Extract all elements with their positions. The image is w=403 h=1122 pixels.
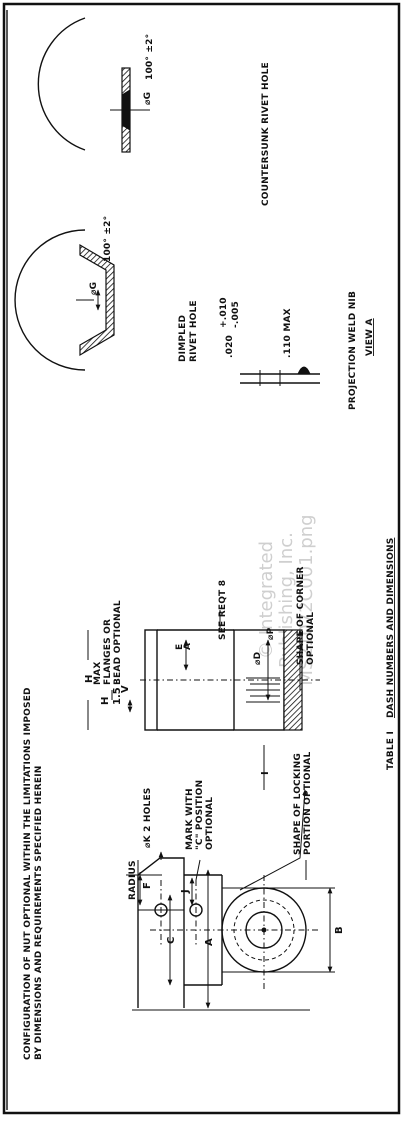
table-caption: TABLE I DASH NUMBERS AND DIMENSIONS	[386, 538, 396, 770]
nut-plan-view: A C F J B RADIUS ⌀K 2 HOLES MARK WITH "C…	[126, 752, 345, 1011]
dim-v-label: V	[120, 685, 131, 693]
mark-label-line2: "C" POSITION	[195, 780, 205, 850]
countersunk-rivet-hole-view: ⌀G 100° ±2° COUNTERSUNK RIVET HOLE	[37, 17, 271, 206]
weld-tol-minus: -.005	[231, 301, 241, 328]
dimpled-angle-label: 100° ±2°	[103, 216, 113, 262]
k-holes-label: ⌀K 2 HOLES	[143, 788, 153, 848]
dim-c-label: C	[166, 937, 177, 944]
mark-label-line1: MARK WITH	[185, 788, 195, 850]
leader-locking	[239, 789, 307, 891]
dim-d-label: ⌀D	[253, 652, 263, 665]
dimpled-dia-label: ⌀G	[89, 282, 99, 295]
h-frac-num: H	[100, 697, 111, 705]
see-reqt-label: SEE REQT 8	[218, 580, 228, 640]
table-title: DASH NUMBERS AND DIMENSIONS	[386, 538, 396, 718]
dimpled-label-line2: RIVET HOLE	[189, 300, 199, 362]
countersunk-dia-label: ⌀G	[143, 92, 153, 105]
mark-label-line3: OPTIONAL	[205, 797, 215, 850]
weld-view-label: VIEW A	[365, 318, 375, 356]
dim-i-label: I	[260, 771, 271, 775]
dimpled-rivet-hole-view: ⌀G 100° ±2° DIMPLED RIVET HOLE	[14, 216, 199, 371]
dim-j-label: J	[180, 889, 191, 894]
dim-f-label: F	[142, 882, 153, 889]
configuration-note: CONFIGURATION OF NUT OPTIONAL WITHIN THE…	[23, 687, 44, 1060]
h-max-line2: FLANGES OR	[103, 619, 113, 685]
watermark-line1: © Integrated	[256, 541, 277, 659]
h-max-line1: MAX	[93, 662, 103, 685]
dim-h-label: H	[84, 675, 95, 683]
section-threads	[246, 677, 280, 703]
projection-weld-nib-view: .020 +.010 -.005 .110 MAX PROJECTION WEL…	[219, 291, 375, 410]
countersunk-angle-arc	[37, 17, 86, 151]
corner-label-line2: OPTIONAL	[306, 612, 316, 665]
weld-dim1-label: .020	[225, 335, 235, 358]
dimpled-label-line1: DIMPLED	[178, 315, 188, 362]
config-note-line2: BY DIMENSIONS AND REQUIREMENTS SPECIFIED…	[34, 765, 44, 1060]
dim-e-label: E	[175, 644, 185, 650]
config-note-line1: CONFIGURATION OF NUT OPTIONAL WITHIN THE…	[23, 687, 33, 1060]
dim-b-label: B	[334, 926, 345, 934]
weld-nib	[297, 366, 311, 375]
dim-a-label: A	[204, 938, 215, 946]
weld-dim2-label: .110 MAX	[283, 308, 293, 358]
weld-nib-label: PROJECTION WELD NIB	[348, 291, 358, 410]
dimpled-section	[79, 243, 115, 357]
dim-a2-label: A	[183, 643, 193, 650]
nut-section-view: H H 1.5 MAX FLANGES OR BEAD OPTIONAL V E…	[84, 566, 320, 790]
locking-label-line1: SHAPE OF LOCKING	[293, 753, 303, 855]
countersunk-angle-label: 100° ±2°	[145, 34, 155, 80]
dim-p-label: ⌀P	[266, 627, 276, 640]
leader-mark	[195, 859, 201, 881]
countersunk-label: COUNTERSUNK RIVET HOLE	[261, 62, 271, 206]
h-max-line3: BEAD OPTIONAL	[113, 600, 123, 685]
locking-label-line2: PORTION OPTIONAL	[303, 752, 313, 855]
table-prefix: TABLE I	[386, 731, 396, 770]
corner-label-line1: SHAPE OF CORNER	[296, 566, 306, 665]
dimpled-angle-arc	[14, 229, 86, 371]
weld-tol-plus: +.010	[219, 297, 229, 328]
radius-label: RADIUS	[128, 860, 138, 900]
h-frac-den: 1.5	[112, 687, 123, 705]
